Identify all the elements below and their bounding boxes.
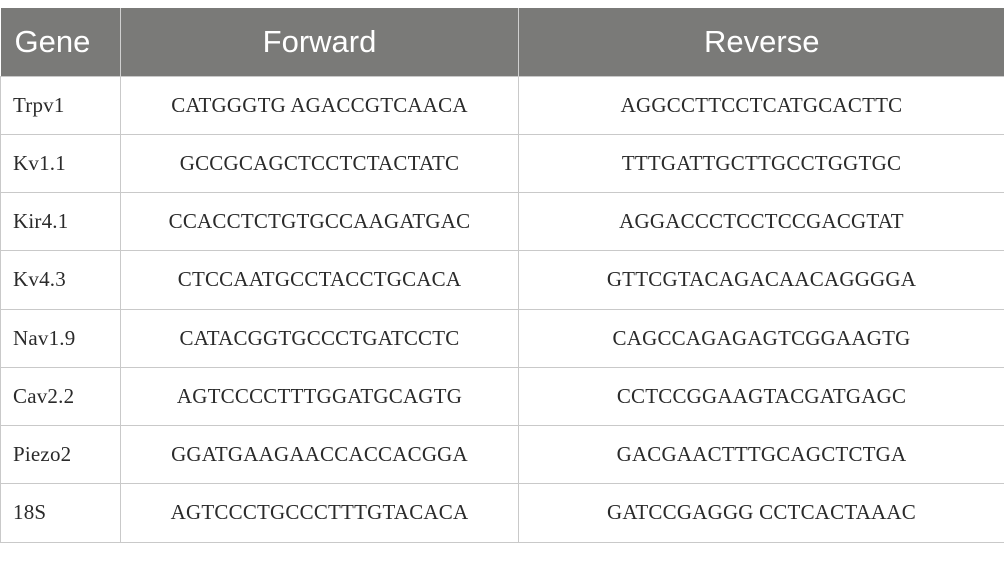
reverse-primer-cell: CAGCCAGAGAGTCGGAAGTG [518, 308, 1004, 368]
forward-primer-cell: AGTCCCCTTTGGATGCAGTG [120, 366, 519, 427]
reverse-primer-cell: CCTCCGGAAGTACGATGAGC [518, 366, 1004, 427]
table-body: Trpv1 CATGGGTG AGACCGTCAACA AGGCCTTCCTCA… [0, 75, 1004, 543]
table-row: Kir4.1 CCACCTCTGTGCCAAGATGAC AGGACCCTCCT… [0, 191, 1004, 252]
table-row: Piezo2 GGATGAAGAACCACCACGGA GACGAACTTTGC… [0, 424, 1004, 485]
gene-cell: Kv4.3 [0, 250, 121, 310]
forward-primer-cell: CTCCAATGCCTACCTGCACA [120, 250, 519, 310]
table-header: Gene Forward Reverse [0, 8, 1004, 76]
table-row: 18S AGTCCCTGCCCTTTGTACACA GATCCGAGGG CCT… [0, 483, 1004, 543]
forward-primer-cell: AGTCCCTGCCCTTTGTACACA [120, 483, 519, 543]
table-row: Kv4.3 CTCCAATGCCTACCTGCACA GTTCGTACAGACA… [0, 250, 1004, 310]
header-gene: Gene [14, 23, 91, 59]
forward-primer-cell: CCACCTCTGTGCCAAGATGAC [120, 191, 519, 252]
header-reverse: Reverse [518, 8, 1004, 76]
table-row: Nav1.9 CATACGGTGCCCTGATCCTC CAGCCAGAGAGT… [0, 308, 1004, 368]
gene-cell: Kir4.1 [0, 191, 121, 252]
gene-cell: Cav2.2 [0, 366, 121, 427]
reverse-primer-cell: AGGACCCTCCTCCGACGTAT [518, 191, 1004, 252]
reverse-primer-cell: GTTCGTACAGACAACAGGGGA [518, 250, 1004, 310]
table-row: Trpv1 CATGGGTG AGACCGTCAACA AGGCCTTCCTCA… [0, 75, 1004, 135]
gene-cell: 18S [0, 483, 121, 543]
header-forward: Forward [120, 8, 519, 76]
primer-table: Gene Forward Reverse Trpv1 CATGGGTG AGAC… [0, 8, 1004, 543]
primer-table-container: Gene Forward Reverse Trpv1 CATGGGTG AGAC… [0, 8, 1004, 543]
gene-cell: Piezo2 [0, 424, 121, 485]
reverse-primer-cell: GATCCGAGGG CCTCACTAAAC [518, 483, 1004, 543]
reverse-primer-cell: AGGCCTTCCTCATGCACTTC [518, 75, 1004, 135]
gene-cell: Nav1.9 [0, 308, 121, 368]
forward-primer-cell: GCCGCAGCTCCTCTACTATC [120, 133, 519, 194]
gene-cell: Trpv1 [0, 75, 121, 135]
table-row: Kv1.1 GCCGCAGCTCCTCTACTATC TTTGATTGCTTGC… [0, 133, 1004, 194]
reverse-primer-cell: GACGAACTTTGCAGCTCTGA [518, 424, 1004, 485]
gene-cell: Kv1.1 [0, 133, 121, 194]
forward-primer-cell: GGATGAAGAACCACCACGGA [120, 424, 519, 485]
table-row: Cav2.2 AGTCCCCTTTGGATGCAGTG CCTCCGGAAGTA… [0, 366, 1004, 427]
header-row: Gene Forward Reverse [0, 8, 1004, 76]
forward-primer-cell: CATGGGTG AGACCGTCAACA [120, 75, 519, 135]
forward-primer-cell: CATACGGTGCCCTGATCCTC [120, 308, 519, 368]
reverse-primer-cell: TTTGATTGCTTGCCTGGTGC [518, 133, 1004, 194]
